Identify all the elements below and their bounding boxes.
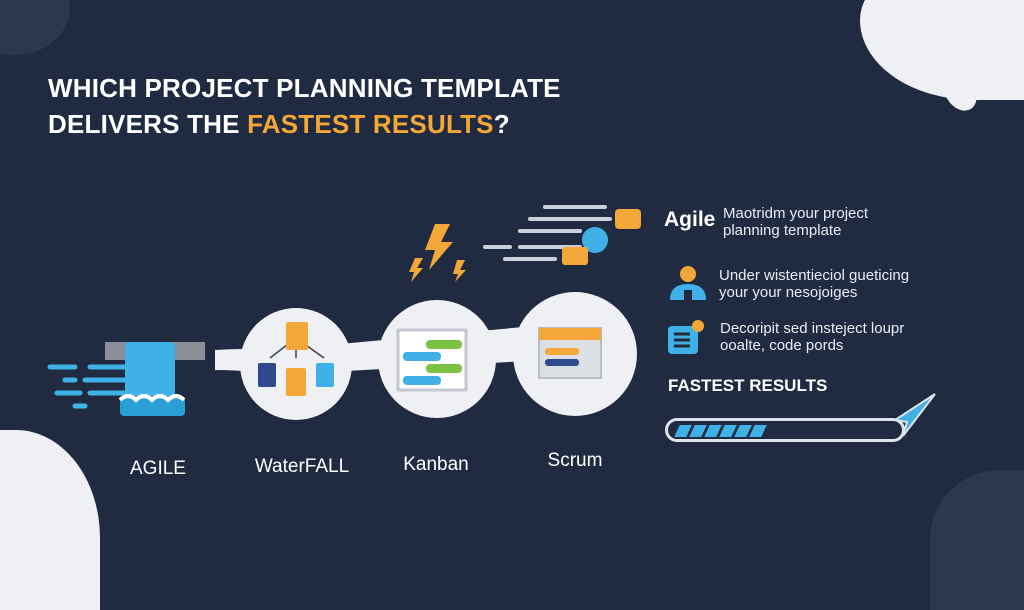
template-label-agile: AGILE (130, 458, 186, 479)
template-label-waterfall: WaterFALL (254, 456, 350, 477)
template-label-scrum: Scrum (547, 450, 603, 471)
title-highlight: FASTEST RESULTS (247, 109, 494, 139)
document-list-icon (668, 320, 704, 354)
arrow-tip-icon (892, 393, 936, 437)
blob-top-left (0, 0, 70, 55)
fastest-results-label: FASTEST RESULTS (668, 376, 828, 395)
info-item-1: Maotridm your project planning template (723, 205, 869, 239)
info-item-2: Under wistentieciol gueticing your your … (719, 267, 910, 301)
progress-bar (665, 418, 905, 442)
speech-bubbles-icon (483, 205, 641, 265)
title-line-2: DELIVERS THE FASTEST RESULTS? (48, 106, 561, 142)
waterfall-circle (240, 308, 352, 420)
person-idea-icon (670, 266, 706, 300)
page-title: WHICH PROJECT PLANNING TEMPLATE DELIVERS… (48, 70, 561, 142)
org-chart-icon (258, 322, 334, 396)
waterfall-icon (47, 342, 205, 416)
title-prefix: DELIVERS THE (48, 109, 248, 139)
title-suffix: ? (493, 109, 510, 139)
scrum-board-icon (538, 327, 602, 379)
blob-bottom-right (930, 470, 1024, 610)
info-heading: Agile (664, 208, 716, 231)
title-line-1: WHICH PROJECT PLANNING TEMPLATE (48, 73, 561, 103)
kanban-circle (378, 300, 496, 418)
scrum-circle (513, 292, 637, 416)
template-label-kanban: Kanban (403, 454, 469, 475)
progress-fill (671, 424, 899, 439)
blob-bottom-left (0, 430, 100, 610)
info-item-3: Decoripit sed insteject loupr ooalte, co… (720, 320, 905, 354)
lightning-icon (409, 224, 466, 282)
progress-segment (749, 425, 767, 437)
kanban-board-icon (396, 328, 468, 392)
